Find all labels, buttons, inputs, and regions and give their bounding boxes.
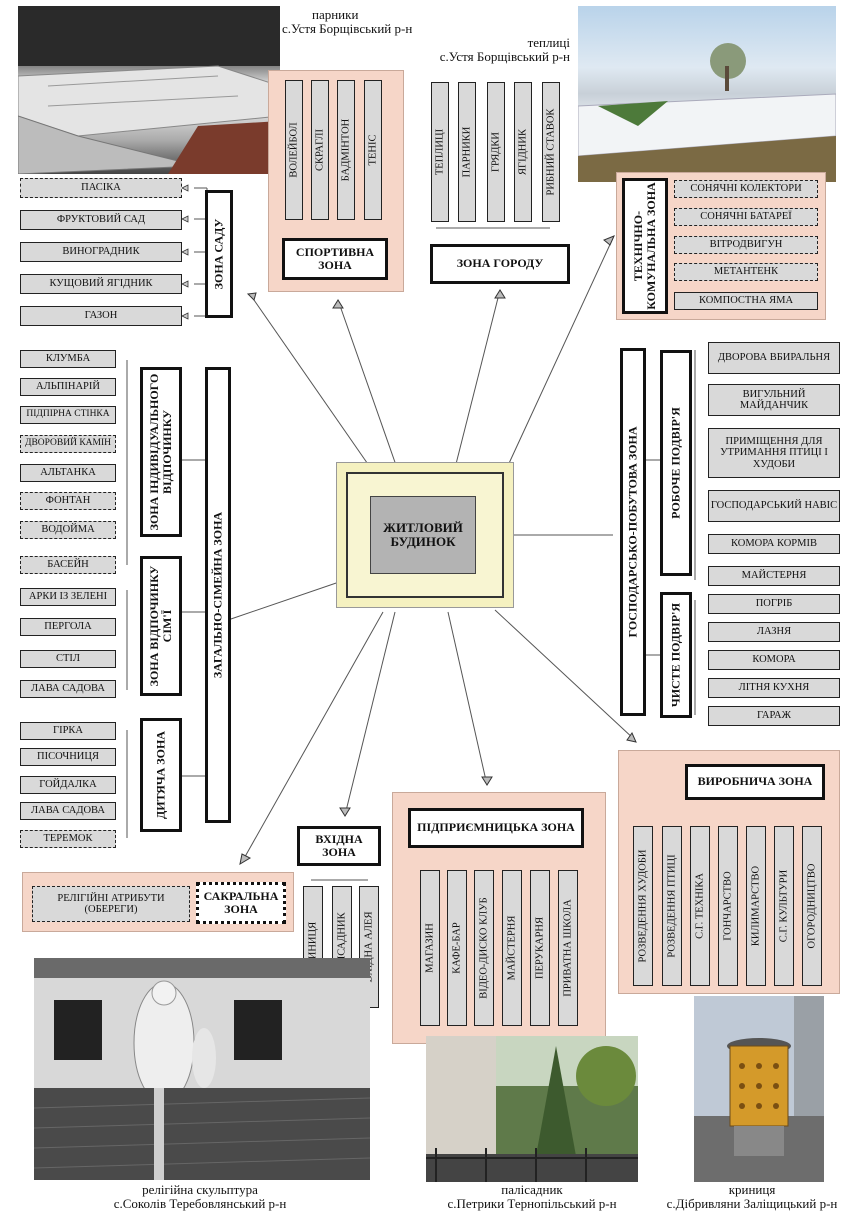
individual-item-1: АЛЬПІНАРІЙ (20, 378, 116, 396)
clean-yard-item-2: КОМОРА (708, 650, 840, 670)
garden-zone-title: ЗОНА САДУ (205, 190, 233, 318)
sport-item-3: ТЕНІС (364, 80, 382, 220)
photo-front-garden (426, 1036, 638, 1182)
technical-item-1: СОНЯЧНІ БАТАРЕЇ (674, 208, 818, 226)
family-rest-item-3: ЛАВА САДОВА (20, 680, 116, 698)
family-rest-item-0: АРКИ ІЗ ЗЕЛЕНІ (20, 588, 116, 606)
garden-city-item-1: ПАРНИКИ (458, 82, 476, 222)
production-item-6: ОГОРОДНИЦТВО (802, 826, 822, 986)
sacral-item: РЕЛІГІЙНІ АТРИБУТИ (ОБЕРЕГИ) (32, 886, 190, 922)
technical-item-4: КОМПОСТНА ЯМА (674, 292, 818, 310)
photo-caption-religious-sculpture: релігійна скульптура с.Соколів Теребовля… (113, 1182, 287, 1211)
garden-item-4: ГАЗОН (20, 306, 182, 326)
garden-city-item-3: ЯГІДНИК (514, 82, 532, 222)
household-zone-title: ГОСПОДАРСЬКО-ПОБУТОВА ЗОНА (620, 348, 646, 716)
children-zone-title: ДИТЯЧА ЗОНА (140, 718, 182, 832)
garden-item-3: КУЩОВИЙ ЯГІДНИК (20, 274, 182, 294)
business-item-1: КАФЕ-БАР (447, 870, 467, 1026)
sport-zone-title: СПОРТИВНА ЗОНА (282, 238, 388, 280)
work-yard-item-2: ПРИМІЩЕННЯ ДЛЯ УТРИМАННЯ ПТИЦІ І ХУДОБИ (708, 428, 840, 478)
photo-well (694, 996, 824, 1182)
business-item-2: ВІДЕО-ДИСКО КЛУБ (474, 870, 494, 1026)
production-zone-title: ВИРОБНИЧА ЗОНА (685, 764, 825, 800)
garden-city-item-4: РИБНИЙ СТАВОК (542, 82, 560, 222)
photo-caption-well: криниця с.Дібривляни Заліщицький р-н (666, 1182, 838, 1211)
sport-item-1: СКРАГЛІ (311, 80, 329, 220)
work-yard-item-4: КОМОРА КОРМІВ (708, 534, 840, 554)
photo-caption-front-garden: палісадник с.Петрики Тернопільський р-н (447, 1182, 617, 1211)
family-rest-item-1: ПЕРГОЛА (20, 618, 116, 636)
clean-yard-item-1: ЛАЗНЯ (708, 622, 840, 642)
business-item-5: ПРИВАТНА ШКОЛА (558, 870, 578, 1026)
production-item-4: КИЛИМАРСТВО (746, 826, 766, 986)
individual-item-5: ФОНТАН (20, 492, 116, 510)
photo-caption-greenhouses-left: парники с.Устя Борщівський р-н (282, 7, 413, 36)
garden-item-0: ПАСІКА (20, 178, 182, 198)
work-yard-item-5: МАЙСТЕРНЯ (708, 566, 840, 586)
individual-item-0: КЛУМБА (20, 350, 116, 368)
production-item-3: ГОНЧАРСТВО (718, 826, 738, 986)
clean-yard-zone-title: ЧИСТЕ ПОДВІР'Я (660, 592, 692, 718)
children-item-4: ТЕРЕМОК (20, 830, 116, 848)
individual-item-3: ДВОРОВИЙ КАМІН (20, 435, 116, 453)
technical-item-0: СОНЯЧНІ КОЛЕКТОРИ (674, 180, 818, 198)
technical-item-3: МЕТАНТЕНК (674, 263, 818, 281)
production-item-2: С.Г. ТЕХНІКА (690, 826, 710, 986)
clean-yard-item-4: ГАРАЖ (708, 706, 840, 726)
individual-item-6: ВОДОЙМА (20, 521, 116, 539)
sacral-zone-title: САКРАЛЬНА ЗОНА (196, 882, 286, 924)
house-block: ЖИТЛОВИЙ БУДИНОК (370, 496, 476, 574)
children-item-1: ПІСОЧНИЦЯ (20, 748, 116, 766)
children-item-3: ЛАВА САДОВА (20, 802, 116, 820)
garden-city-zone-title: ЗОНА ГОРОДУ (430, 244, 570, 284)
garden-city-item-0: ТЕПЛИЦІ (431, 82, 449, 222)
technical-item-2: ВІТРОДВИГУН (674, 236, 818, 254)
technical-zone-title: ТЕХНІЧНО-КОМУНАЛЬНА ЗОНА (622, 178, 668, 314)
production-item-1: РОЗВЕДЕННЯ ПТИЦІ (662, 826, 682, 986)
production-item-5: С.Г. КУЛЬТУРИ (774, 826, 794, 986)
entrance-zone-title: ВХІДНА ЗОНА (297, 826, 381, 866)
garden-item-2: ВИНОГРАДНИК (20, 242, 182, 262)
individual-item-2: ПІДПІРНА СТІНКА (20, 406, 116, 424)
sport-item-0: ВОЛЕЙБОЛ (285, 80, 303, 220)
sport-item-2: БАДМІНТОН (337, 80, 355, 220)
work-yard-item-0: ДВОРОВА ВБИРАЛЬНЯ (708, 342, 840, 374)
clean-yard-item-0: ПОГРІБ (708, 594, 840, 614)
production-item-0: РОЗВЕДЕННЯ ХУДОБИ (633, 826, 653, 986)
work-yard-item-1: ВИГУЛЬНИЙ МАЙДАНЧИК (708, 384, 840, 416)
photo-religious-sculpture (34, 958, 370, 1180)
business-item-3: МАЙСТЕРНЯ (502, 870, 522, 1026)
family-rest-item-2: СТІЛ (20, 650, 116, 668)
garden-item-1: ФРУКТОВИЙ САД (20, 210, 182, 230)
business-zone-title: ПІДПРИЄМНИЦЬКА ЗОНА (408, 808, 584, 848)
photo-caption-greenhouses-right: теплиці с.Устя Борщівський р-н (439, 35, 570, 64)
clean-yard-item-3: ЛІТНЯ КУХНЯ (708, 678, 840, 698)
garden-city-item-2: ГРЯДКИ (487, 82, 505, 222)
children-item-2: ГОЙДАЛКА (20, 776, 116, 794)
photo-greenhouses-left (18, 6, 280, 174)
business-item-4: ПЕРУКАРНЯ (530, 870, 550, 1026)
children-item-0: ГІРКА (20, 722, 116, 740)
individual-item-7: БАСЕЙН (20, 556, 116, 574)
work-yard-item-3: ГОСПОДАРСЬКИЙ НАВІС (708, 490, 840, 522)
work-yard-zone-title: РОБОЧЕ ПОДВІР'Я (660, 350, 692, 576)
business-item-0: МАГАЗИН (420, 870, 440, 1026)
photo-greenhouses-right (578, 6, 836, 182)
family-zone-title: ЗАГАЛЬНО-СІМЕЙНА ЗОНА (205, 367, 231, 823)
individual-item-4: АЛЬТАНКА (20, 464, 116, 482)
